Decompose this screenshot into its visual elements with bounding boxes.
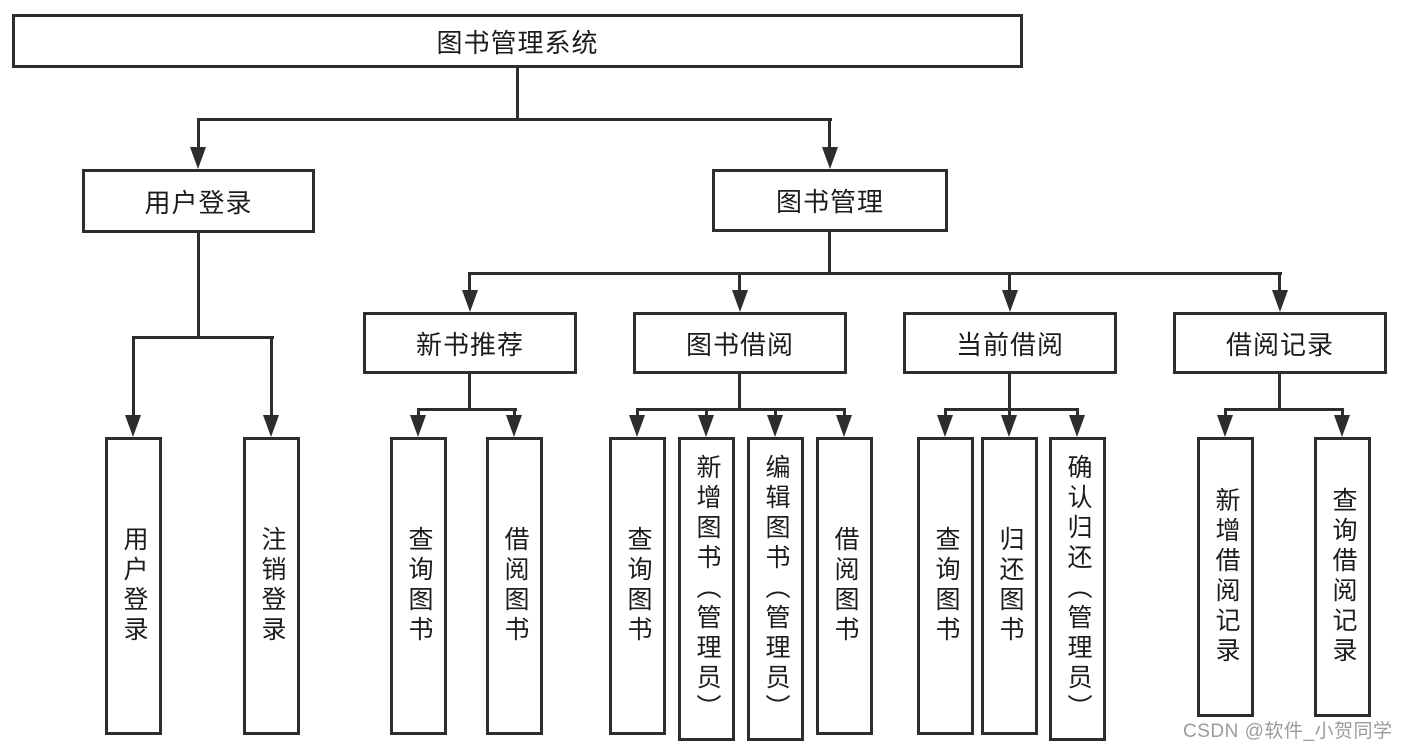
connector-stem-leaf-d1 — [944, 408, 947, 417]
node-borrowing-records: 借阅记录 — [1173, 312, 1387, 374]
connector-stem-newbook — [468, 272, 471, 292]
leaf-label: 注销登录 — [258, 526, 286, 646]
connector-stem-leaf-a2 — [270, 336, 273, 417]
node-book-borrowing: 图书借阅 — [633, 312, 847, 374]
leaf-label: 借阅图书 — [831, 526, 859, 646]
node-label: 图书借阅 — [685, 329, 794, 360]
leaf-label: 查询图书 — [405, 526, 433, 646]
arrowhead-down-icon — [1217, 415, 1233, 437]
node-label: 图书管理系统 — [436, 27, 599, 58]
leaf-label: 查询借阅记录 — [1329, 487, 1357, 667]
connector-stem-borrow — [738, 272, 741, 292]
connector-mgmt-bus — [468, 272, 1282, 275]
leaf-query-books-current: 查询图书 — [917, 437, 974, 735]
leaf-logout: 注销登录 — [243, 437, 300, 735]
leaf-label: 用户登录 — [120, 526, 148, 646]
arrowhead-down-icon — [732, 290, 748, 312]
node-label: 用户登录 — [144, 187, 253, 218]
node-new-book-recommend: 新书推荐 — [363, 312, 577, 374]
connector-stem-leaf-b1 — [417, 408, 420, 417]
connector-login-stem — [197, 233, 200, 339]
connector-root-bus — [197, 118, 832, 121]
leaf-user-login: 用户登录 — [105, 437, 162, 735]
leaf-edit-books-admin: 编辑图书（管理员） — [747, 437, 804, 741]
connector-newbook-stem — [468, 374, 471, 411]
arrowhead-down-icon — [1002, 290, 1018, 312]
arrowhead-down-icon — [937, 415, 953, 437]
leaf-label: 编辑图书（管理员） — [762, 454, 790, 724]
leaf-label: 查询图书 — [932, 526, 960, 646]
leaf-label: 确认归还（管理员） — [1064, 454, 1092, 724]
leaf-label: 查询图书 — [624, 526, 652, 646]
connector-records-stem — [1278, 374, 1281, 411]
node-label: 借阅记录 — [1225, 329, 1334, 360]
connector-records-bus — [1224, 408, 1344, 411]
arrowhead-down-icon — [462, 290, 478, 312]
leaf-query-borrow-record: 查询借阅记录 — [1314, 437, 1371, 717]
connector-login-bus — [132, 336, 274, 339]
node-label: 当前借阅 — [955, 329, 1064, 360]
connector-borrow-stem — [738, 374, 741, 411]
node-library-management-system: 图书管理系统 — [12, 14, 1023, 68]
leaf-add-books-admin: 新增图书（管理员） — [678, 437, 735, 741]
connector-stem-records — [1278, 272, 1281, 292]
connector-stem-leaf-c1 — [636, 408, 639, 417]
connector-stem-leaf-c3 — [774, 408, 777, 417]
connector-current-bus — [944, 408, 1079, 411]
connector-stem-leaf-d3 — [1076, 408, 1079, 417]
connector-newbook-bus — [417, 408, 517, 411]
leaf-label: 新增借阅记录 — [1212, 487, 1240, 667]
arrowhead-down-icon — [1334, 415, 1350, 437]
leaf-label: 新增图书（管理员） — [693, 454, 721, 724]
arrowhead-down-icon — [506, 415, 522, 437]
leaf-label: 归还图书 — [996, 526, 1024, 646]
node-user-login: 用户登录 — [82, 169, 315, 233]
arrowhead-down-icon — [629, 415, 645, 437]
connector-current-stem — [1008, 374, 1011, 411]
connector-stem-login — [197, 118, 200, 148]
arrowhead-down-icon — [410, 415, 426, 437]
node-label: 图书管理 — [775, 187, 884, 217]
node-current-borrowing: 当前借阅 — [903, 312, 1117, 374]
connector-stem-mgmt — [828, 118, 831, 148]
arrowhead-down-icon — [1069, 415, 1085, 437]
connector-stem-leaf-e2 — [1341, 408, 1344, 417]
connector-stem-leaf-d2 — [1008, 408, 1011, 417]
leaf-return-books: 归还图书 — [981, 437, 1038, 735]
csdn-watermark: CSDN @软件_小贺同学 — [1183, 721, 1393, 742]
arrowhead-down-icon — [1001, 415, 1017, 437]
connector-root-stem — [516, 68, 519, 119]
leaf-borrow-books-newbook: 借阅图书 — [486, 437, 543, 735]
arrowhead-down-icon — [767, 415, 783, 437]
leaf-query-books-borrow: 查询图书 — [609, 437, 666, 735]
leaf-add-borrow-record: 新增借阅记录 — [1197, 437, 1254, 717]
arrowhead-down-icon — [190, 147, 206, 169]
connector-stem-leaf-b2 — [513, 408, 516, 417]
node-label: 新书推荐 — [415, 329, 524, 360]
arrowhead-down-icon — [125, 415, 141, 437]
leaf-label: 借阅图书 — [501, 526, 529, 646]
arrowhead-down-icon — [263, 415, 279, 437]
arrowhead-down-icon — [822, 147, 838, 169]
node-book-management: 图书管理 — [712, 169, 948, 232]
connector-stem-leaf-c2 — [705, 408, 708, 417]
arrowhead-down-icon — [698, 415, 714, 437]
connector-stem-leaf-e1 — [1224, 408, 1227, 417]
arrowhead-down-icon — [836, 415, 852, 437]
arrowhead-down-icon — [1272, 290, 1288, 312]
connector-stem-current — [1008, 272, 1011, 292]
connector-stem-leaf-c4 — [843, 408, 846, 417]
connector-stem-leaf-a1 — [132, 336, 135, 417]
connector-mgmt-stem — [828, 232, 831, 275]
leaf-query-books-newbook: 查询图书 — [390, 437, 447, 735]
connector-borrow-bus — [636, 408, 846, 411]
leaf-borrow-books: 借阅图书 — [816, 437, 873, 735]
leaf-confirm-return-admin: 确认归还（管理员） — [1049, 437, 1106, 741]
